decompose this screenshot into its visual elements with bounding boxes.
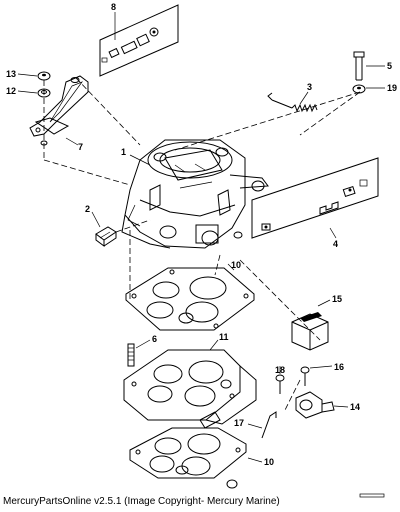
part-17-link <box>261 411 277 439</box>
callout-18: 18 <box>275 365 285 375</box>
leader-15 <box>317 299 331 307</box>
part-19-nut <box>352 84 366 94</box>
part-11-spacer-plate <box>123 349 257 429</box>
callout-1: 1 <box>121 147 126 157</box>
part-18-screw <box>275 374 285 394</box>
part-15-block <box>291 312 329 351</box>
leader-7 <box>65 137 79 146</box>
leader-14 <box>333 405 349 408</box>
leader-2 <box>91 211 101 228</box>
callout-5: 5 <box>387 61 392 71</box>
part-3-spring <box>267 92 318 113</box>
alignment-lines <box>43 77 361 411</box>
part-10-gasket-bottom <box>129 427 247 479</box>
part-2-fitting <box>95 226 117 247</box>
leader-16 <box>309 365 333 369</box>
leader-12 <box>17 90 38 94</box>
callout-13: 13 <box>6 69 16 79</box>
part-6-stud <box>127 343 135 367</box>
part-7-bracket <box>29 75 89 146</box>
callout-14: 14 <box>350 402 360 412</box>
callout-15: 15 <box>332 294 342 304</box>
part-5-bolt <box>353 51 365 81</box>
callout-17: 17 <box>234 418 244 428</box>
part-4-kit-box <box>251 157 379 239</box>
part-13-nut <box>37 71 51 81</box>
leader-1 <box>129 154 151 166</box>
callout-16: 16 <box>334 362 344 372</box>
leader-3 <box>299 91 309 105</box>
leader-10-bottom <box>247 457 263 463</box>
part-14-choke <box>295 391 335 419</box>
callout-6: 6 <box>152 334 157 344</box>
callout-12: 12 <box>6 86 16 96</box>
leader-11 <box>209 339 219 351</box>
leader-6 <box>135 339 151 349</box>
part-8-kit-box <box>99 4 179 77</box>
callout-19: 19 <box>387 83 397 93</box>
callout-7: 7 <box>78 142 83 152</box>
callout-3: 3 <box>307 82 312 92</box>
part-10-gasket-top <box>125 267 255 331</box>
callout-10-bottom: 10 <box>264 457 274 467</box>
leader-13 <box>17 73 38 77</box>
catalog-number-fragment <box>359 493 385 498</box>
leader-10-top <box>227 263 235 271</box>
callout-8: 8 <box>111 2 116 12</box>
leader-4 <box>329 227 337 239</box>
callout-2: 2 <box>85 204 90 214</box>
part-16-screw <box>300 366 310 386</box>
callout-4: 4 <box>333 239 338 249</box>
part-1-carburetor <box>121 139 269 249</box>
leader-17 <box>247 423 263 429</box>
callout-10-top: 10 <box>231 260 241 270</box>
callout-11: 11 <box>219 332 229 342</box>
copyright-footer: MercuryPartsOnline v2.5.1 (Image Copyrig… <box>3 496 280 507</box>
washer <box>226 479 238 489</box>
